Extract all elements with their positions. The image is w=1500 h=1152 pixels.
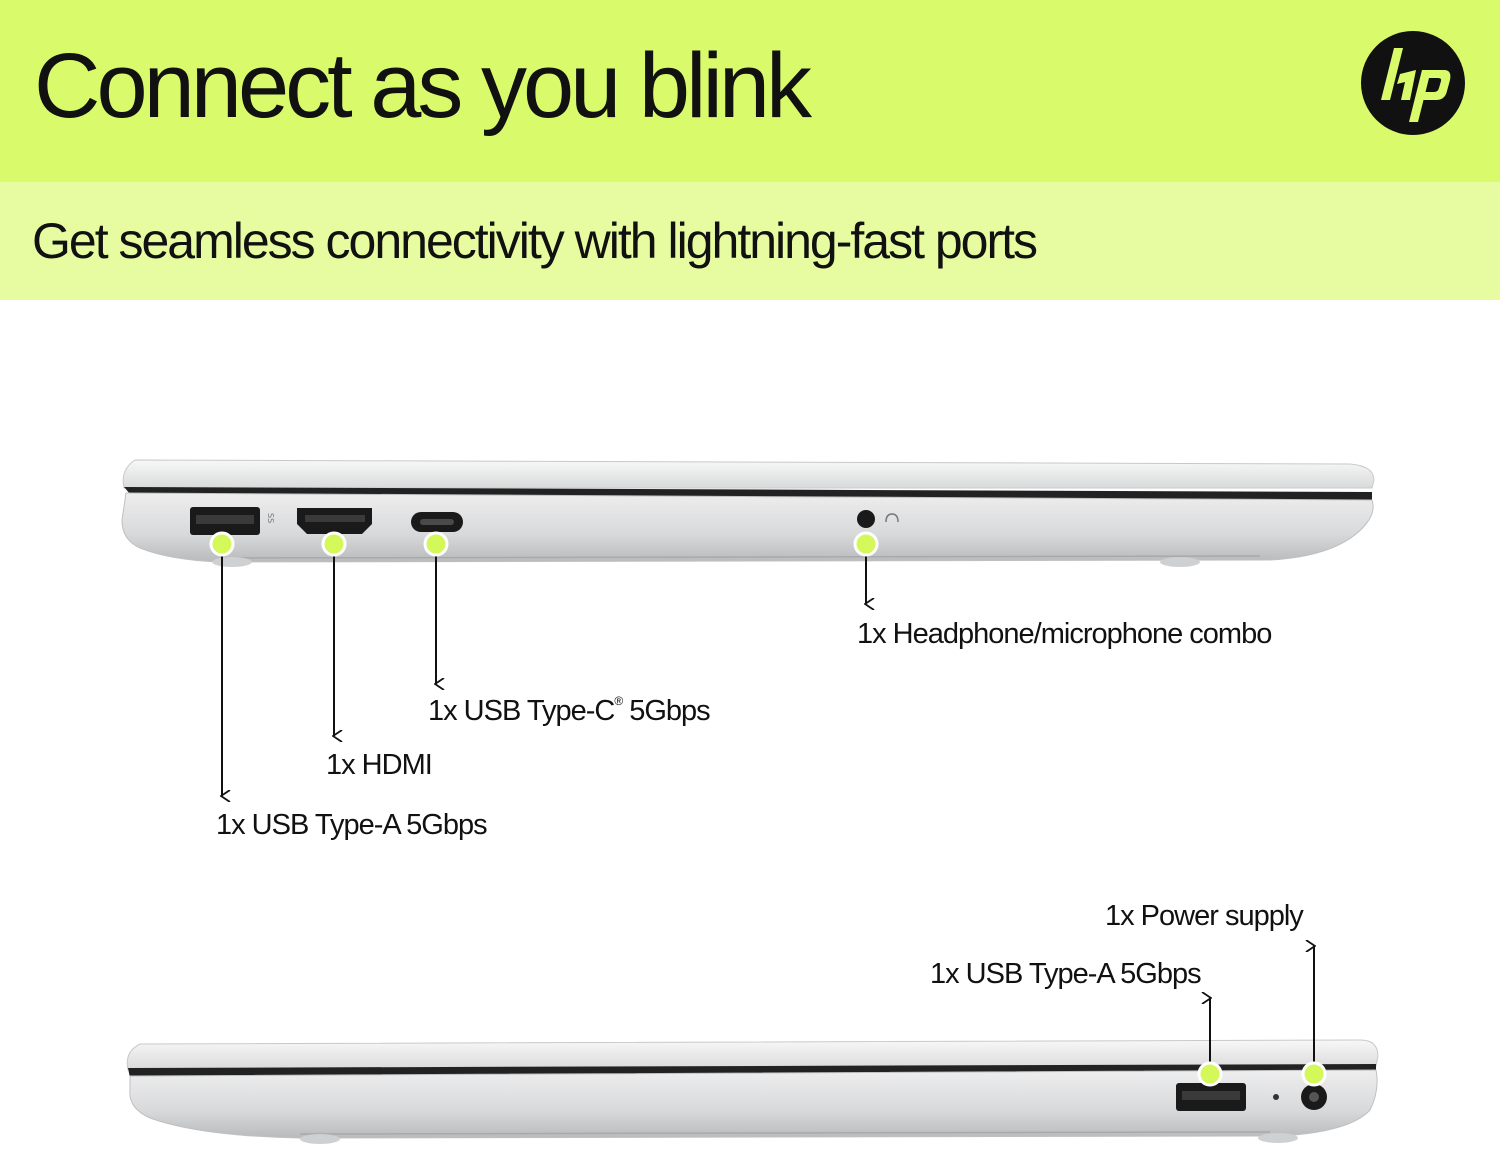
usb-c-port-icon xyxy=(411,512,463,532)
laptop-right-side xyxy=(126,946,1379,1144)
marker-usb-c xyxy=(423,531,449,557)
label-power-supply: 1x Power supply xyxy=(1105,900,1304,932)
svg-text:SS: SS xyxy=(266,513,275,523)
status-led-icon xyxy=(1273,1094,1279,1100)
headphone-jack-icon xyxy=(857,510,899,528)
page-subtitle: Get seamless connectivity with lightning… xyxy=(32,213,1038,269)
label-usb-c-speed: 5Gbps xyxy=(622,695,710,727)
usb-a-port-icon: SS xyxy=(190,507,275,535)
marker-usb-a xyxy=(209,531,235,557)
label-usb-a-right: 1x USB Type-A 5Gbps xyxy=(930,958,1202,990)
label-headphone-combo: 1x Headphone/microphone combo xyxy=(857,618,1272,650)
hp-logo-icon xyxy=(1360,30,1466,136)
label-usb-a-left: 1x USB Type-A 5Gbps xyxy=(216,809,488,841)
label-hdmi: 1x HDMI xyxy=(326,749,433,781)
hdmi-port-icon xyxy=(297,508,372,534)
page-title: Connect as you blink xyxy=(34,35,812,137)
marker-power xyxy=(1301,1061,1327,1087)
laptop-left-side: SS xyxy=(121,459,1375,796)
marker-usb-a-right xyxy=(1197,1061,1223,1087)
marker-audio xyxy=(853,531,879,557)
power-jack-icon xyxy=(1301,1084,1327,1110)
label-usb-c: 1x USB Type-C® 5Gbps xyxy=(428,694,711,727)
label-usb-c-main: 1x USB Type-C xyxy=(428,695,615,727)
label-usb-c-registered-mark: ® xyxy=(614,694,623,708)
title-banner: Connect as you blink xyxy=(0,0,1500,182)
marker-hdmi xyxy=(321,531,347,557)
subtitle-banner: Get seamless connectivity with lightning… xyxy=(0,182,1500,300)
usb-a-port-icon xyxy=(1176,1083,1246,1111)
